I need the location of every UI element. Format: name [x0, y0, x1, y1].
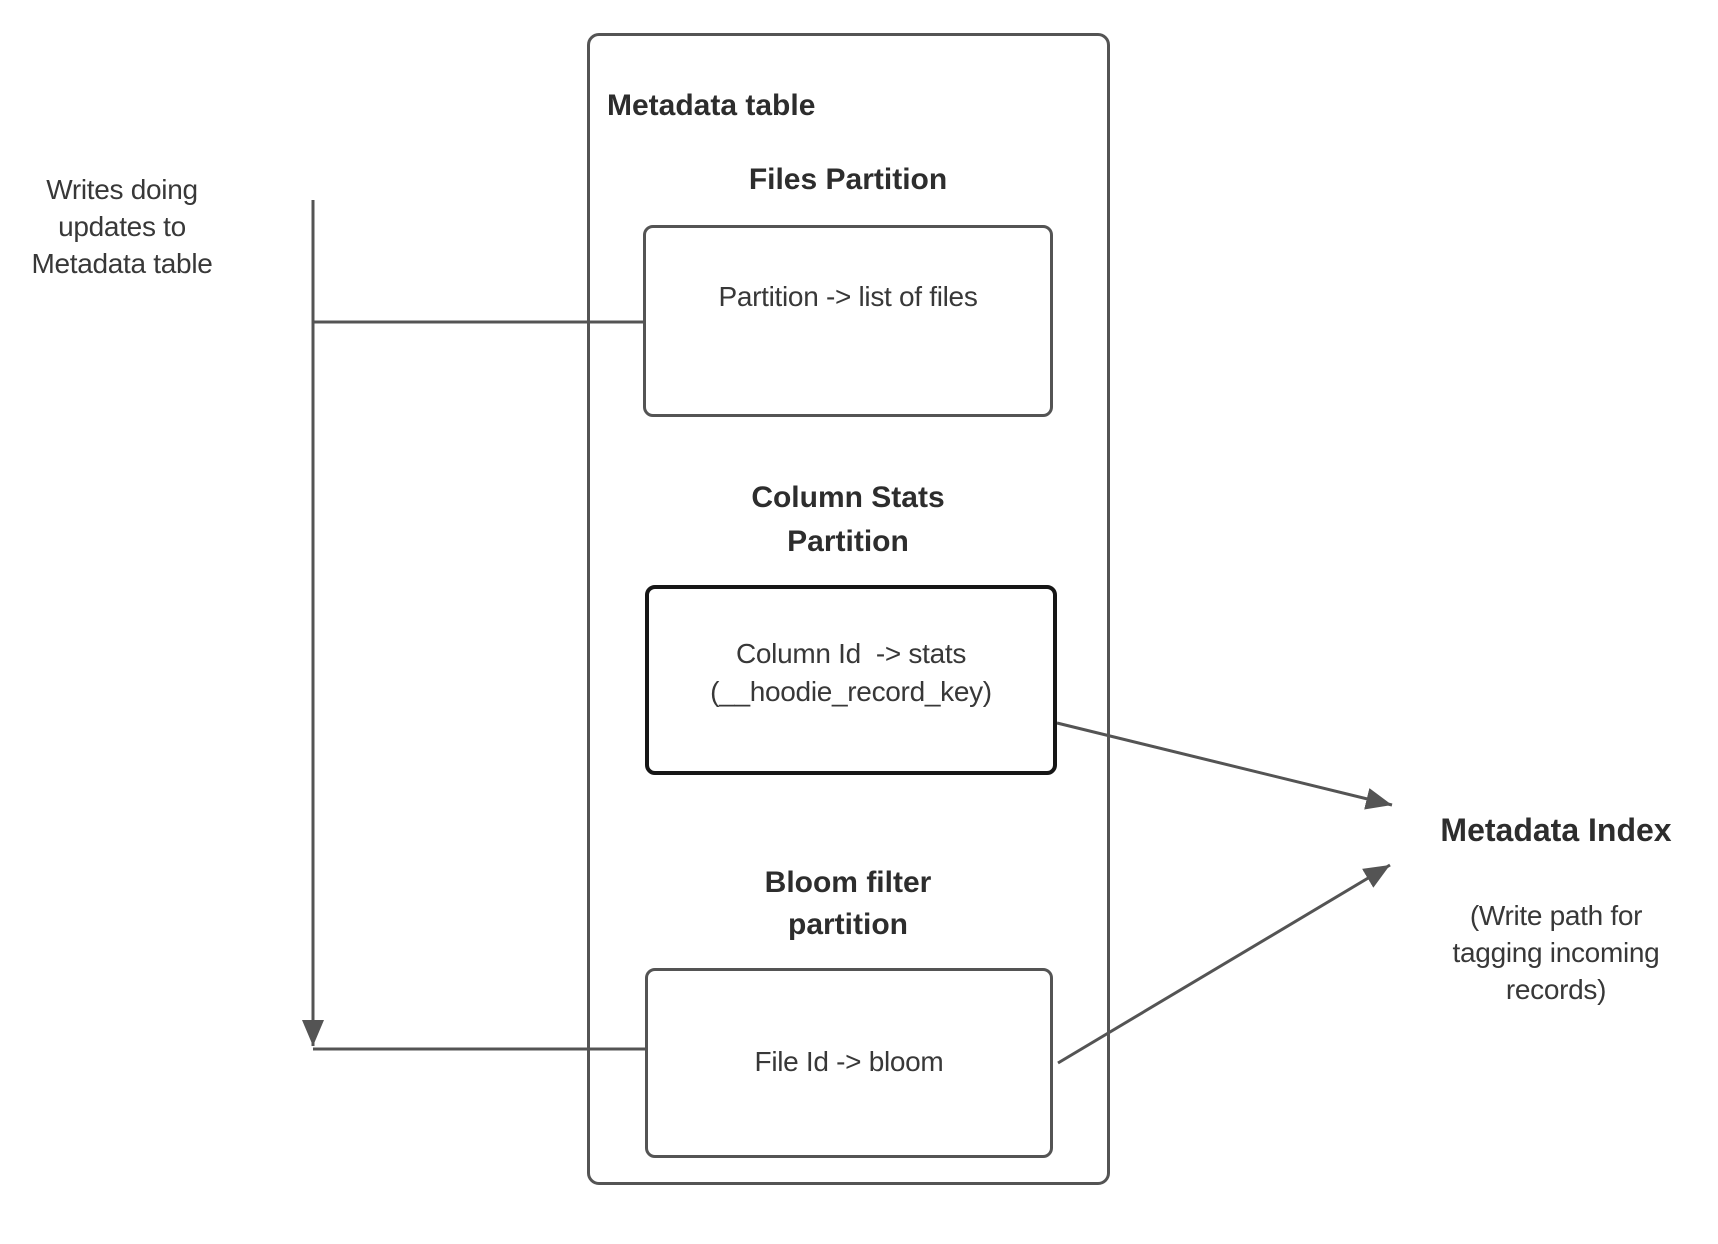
- metadata-index-subtitle: (Write path for tagging incoming records…: [1452, 900, 1660, 1005]
- bloom-filter-partition-box: File Id -> bloom: [645, 968, 1053, 1158]
- files-partition-label: Partition -> list of files: [718, 281, 978, 312]
- files-partition-heading: Files Partition: [748, 163, 948, 196]
- metadata-table-title: Metadata table: [607, 89, 816, 122]
- metadata-table-container: [587, 33, 1110, 1185]
- stats-to-index-arrow: [1056, 721, 1393, 810]
- bloom-filter-partition-label: File Id -> bloom: [754, 1046, 944, 1077]
- bloom-to-index-arrow: [1057, 863, 1391, 1065]
- column-stats-partition-label: Column Id -> stats (__hoodie_record_key): [710, 638, 992, 707]
- bloom-filter-partition-heading: Bloom filter partition: [764, 866, 932, 941]
- files-partition-box: Partition -> list of files: [643, 225, 1053, 417]
- metadata-index-title: Metadata Index: [1440, 812, 1672, 848]
- column-stats-partition-box: Column Id -> stats (__hoodie_record_key): [645, 585, 1057, 775]
- column-stats-partition-heading: Column Stats Partition: [751, 481, 945, 558]
- writes-annotation: Writes doing updates to Metadata table: [31, 174, 213, 279]
